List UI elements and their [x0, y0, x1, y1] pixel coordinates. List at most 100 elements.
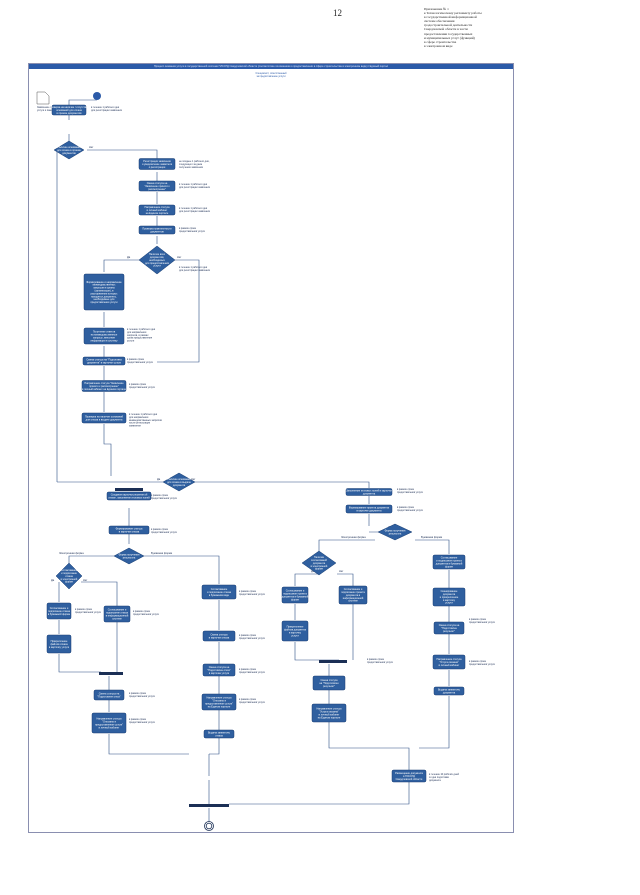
node-text: подписание отказа	[48, 610, 71, 613]
node-text: документа	[313, 562, 326, 565]
node-text: документов	[150, 230, 164, 233]
node-text: в информационной	[106, 614, 129, 617]
timing-note: предоставления услуги	[469, 663, 496, 666]
node-text: Сканирование	[441, 590, 458, 593]
process-box	[108, 525, 150, 535]
timing-note: услуги	[127, 340, 135, 343]
node-text: Проверка на наличие оснований	[85, 415, 124, 418]
flowchart-header-band: Процесс оказания услуги в государственно…	[29, 64, 513, 69]
annex-caption: Приложение № 1 к Технологическому реглам…	[424, 7, 544, 48]
process-box	[338, 585, 368, 605]
node-text: документа в	[346, 594, 361, 597]
flowchart-nodes: Проверка на наличие / отсутствиеосновани…	[46, 104, 466, 783]
node-text: подписание проекта	[283, 592, 307, 595]
process-box	[312, 675, 346, 691]
process-box	[202, 663, 236, 677]
timing-note: предоставления услуги	[469, 621, 496, 624]
timing-note: в течение 1 рабочего дня	[179, 183, 208, 186]
node-text: отказа	[65, 575, 73, 578]
node-text: на межведомственные	[91, 333, 118, 336]
timing-note: предоставления услуги	[129, 721, 156, 724]
node-text: информационной	[343, 597, 364, 600]
timing-note: получения заявления	[179, 166, 204, 169]
decision-diamond	[113, 547, 145, 565]
process-box	[106, 491, 152, 501]
branch-yes-label: Да	[157, 477, 161, 481]
process-box	[345, 504, 393, 514]
sync-bar	[319, 660, 347, 663]
process-n3: Смена статуса на"Заявление принято красс…	[138, 180, 176, 192]
timing-note: в рамках срока	[151, 528, 168, 531]
timing-note: предоставления услуги	[239, 671, 266, 674]
node-text: "Услуга оказана"	[439, 661, 458, 664]
process-n21: Направление статуса"Отказано впредоставл…	[201, 693, 237, 711]
annex-line: градостроительной деятельности	[424, 23, 473, 28]
timing-note: предоставления услуги	[75, 611, 102, 614]
process-box	[81, 412, 127, 424]
node-text: Размещение документа	[395, 772, 423, 775]
node-text: форме	[445, 565, 454, 568]
node-text: Смена статуса на	[209, 666, 230, 669]
annex-line: предоставления государственных	[424, 31, 473, 36]
timing-note: запросов, в рамках	[127, 334, 149, 337]
node-text: предоставления услуги	[90, 301, 118, 304]
node-text: услуги	[445, 602, 453, 605]
node-text: форме	[315, 568, 324, 571]
node-text: на Едином портале	[146, 212, 169, 215]
node-text: документа" в карточке услуги	[87, 361, 122, 364]
node-text: системе	[112, 617, 122, 620]
node-text: Форма получения	[119, 553, 140, 556]
process-box	[81, 380, 127, 392]
node-text: предоставлении услуги"	[95, 723, 123, 726]
node-text: Смена статуса на	[147, 182, 168, 185]
process-box	[93, 689, 125, 701]
node-text: в карточке отказа	[209, 636, 230, 639]
node-text: форме	[291, 598, 300, 601]
end-circle-inner	[205, 822, 213, 830]
decision-diamond	[138, 245, 176, 275]
process-box	[281, 620, 309, 642]
timing-note: в рамках срока	[239, 668, 256, 671]
node-text: Получение ответов	[93, 331, 116, 334]
node-text: для отказа в выдаче документа	[86, 418, 123, 421]
timing-note: для регистрации заявления	[179, 186, 211, 189]
timing-note: для регистрации заявления	[179, 210, 211, 213]
process-box	[345, 488, 393, 496]
node-text: в карточку	[289, 631, 302, 634]
process-n20: Смена статуса на"Подготовлен отказ"в кар…	[202, 663, 236, 677]
node-text: в электронной	[61, 578, 78, 581]
node-text: Смена статуса	[210, 633, 228, 636]
node-text: услуги	[291, 634, 299, 637]
node-text: Прикрепление	[287, 626, 304, 629]
timing-note: в рамках срока	[129, 383, 146, 386]
process-box	[391, 769, 427, 783]
paper-form-label: Бумажная форма	[151, 551, 173, 555]
node-text: в личный кабинет	[99, 726, 121, 729]
node-text: "Отказано в	[212, 699, 226, 702]
node-text: для отказа в выдаче	[167, 481, 191, 484]
process-box	[138, 204, 176, 216]
process-box	[83, 327, 125, 345]
timing-note: предоставления услуги	[367, 661, 394, 664]
process-box	[311, 703, 347, 723]
timing-note: предоставления услуги	[239, 701, 266, 704]
subheader-line: за предоставление услуги	[256, 75, 286, 78]
branch-no-label: Нет	[339, 569, 344, 573]
node-text: документа	[173, 484, 186, 487]
timing-note: в рамках срока	[129, 692, 146, 695]
node-text: на Едином портале	[208, 705, 231, 708]
node-text: результата	[123, 556, 136, 559]
node-text: документа в бумажной	[436, 562, 463, 565]
